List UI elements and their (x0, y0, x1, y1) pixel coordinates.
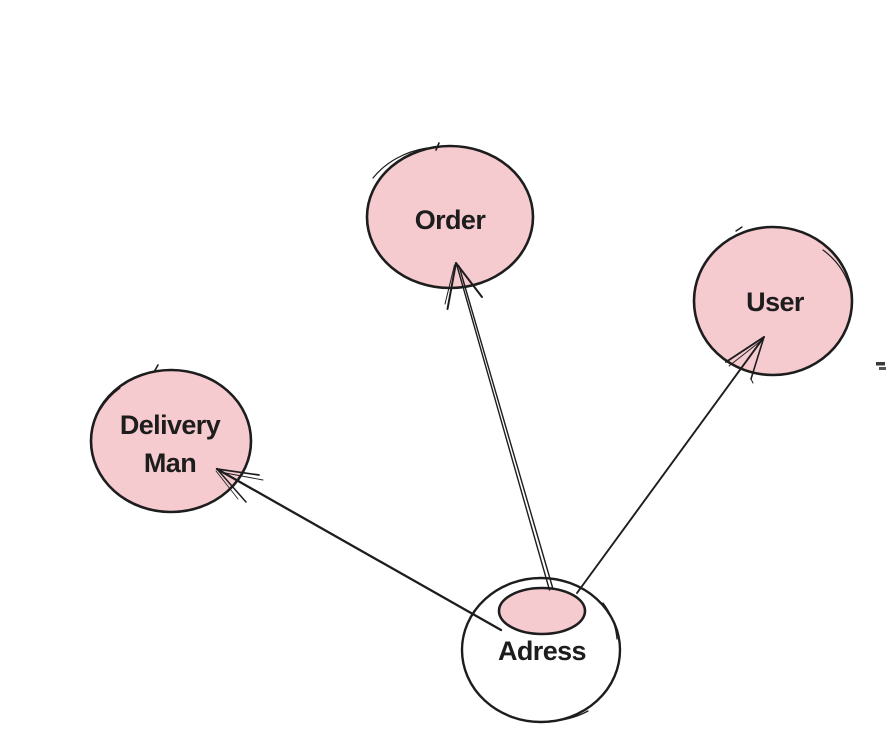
arrow-adress-to-order[interactable] (444, 262, 554, 591)
arrowhead (725, 336, 765, 363)
arrowhead (219, 471, 264, 481)
delivery-man-label-line2: Man (144, 448, 196, 478)
node-order[interactable]: Order (365, 142, 535, 290)
user-circle[interactable] (692, 225, 854, 377)
arrowhead (215, 470, 239, 500)
arrowhead (728, 339, 763, 367)
arrowhead (444, 264, 455, 305)
delivery-man-label-line1: Delivery (120, 410, 221, 440)
arrow-shaft[interactable] (215, 467, 503, 632)
order-circle[interactable] (365, 144, 535, 290)
diagram-layer: Order User Delivery Man (89, 142, 886, 724)
arrowhead (750, 336, 765, 380)
arrowhead (216, 468, 260, 476)
node-user[interactable]: User (692, 225, 854, 377)
node-adress[interactable]: Adress (460, 576, 622, 724)
stray-mark (876, 362, 886, 370)
arrowhead (750, 378, 754, 384)
arrowhead (216, 468, 247, 503)
sketch-stroke (602, 602, 618, 640)
stray-mark-dash (876, 362, 885, 366)
arrow-shaft[interactable] (455, 263, 551, 591)
arrow-adress-to-user[interactable] (576, 336, 765, 594)
adress-inner-ellipse[interactable] (497, 586, 587, 636)
sketch-stroke (372, 147, 428, 179)
user-label: User (746, 287, 805, 317)
arrow-shaft[interactable] (576, 336, 765, 594)
arrowhead (455, 262, 483, 298)
order-label: Order (415, 205, 487, 235)
delivery-man-circle[interactable] (89, 368, 253, 514)
sketch-stroke (435, 142, 440, 151)
arrow-adress-to-delivery-man[interactable] (215, 467, 503, 632)
sketch-stroke (548, 710, 589, 722)
sketch-stroke (99, 387, 121, 411)
node-delivery-man[interactable]: Delivery Man (89, 364, 253, 514)
stray-mark-dash (879, 367, 886, 370)
sketch-stroke (822, 249, 851, 289)
arrow-shaft (458, 265, 554, 590)
arrowhead (446, 262, 457, 310)
sketch-stroke (153, 364, 159, 373)
sketch-stroke (735, 226, 743, 232)
adress-label: Adress (498, 636, 586, 666)
